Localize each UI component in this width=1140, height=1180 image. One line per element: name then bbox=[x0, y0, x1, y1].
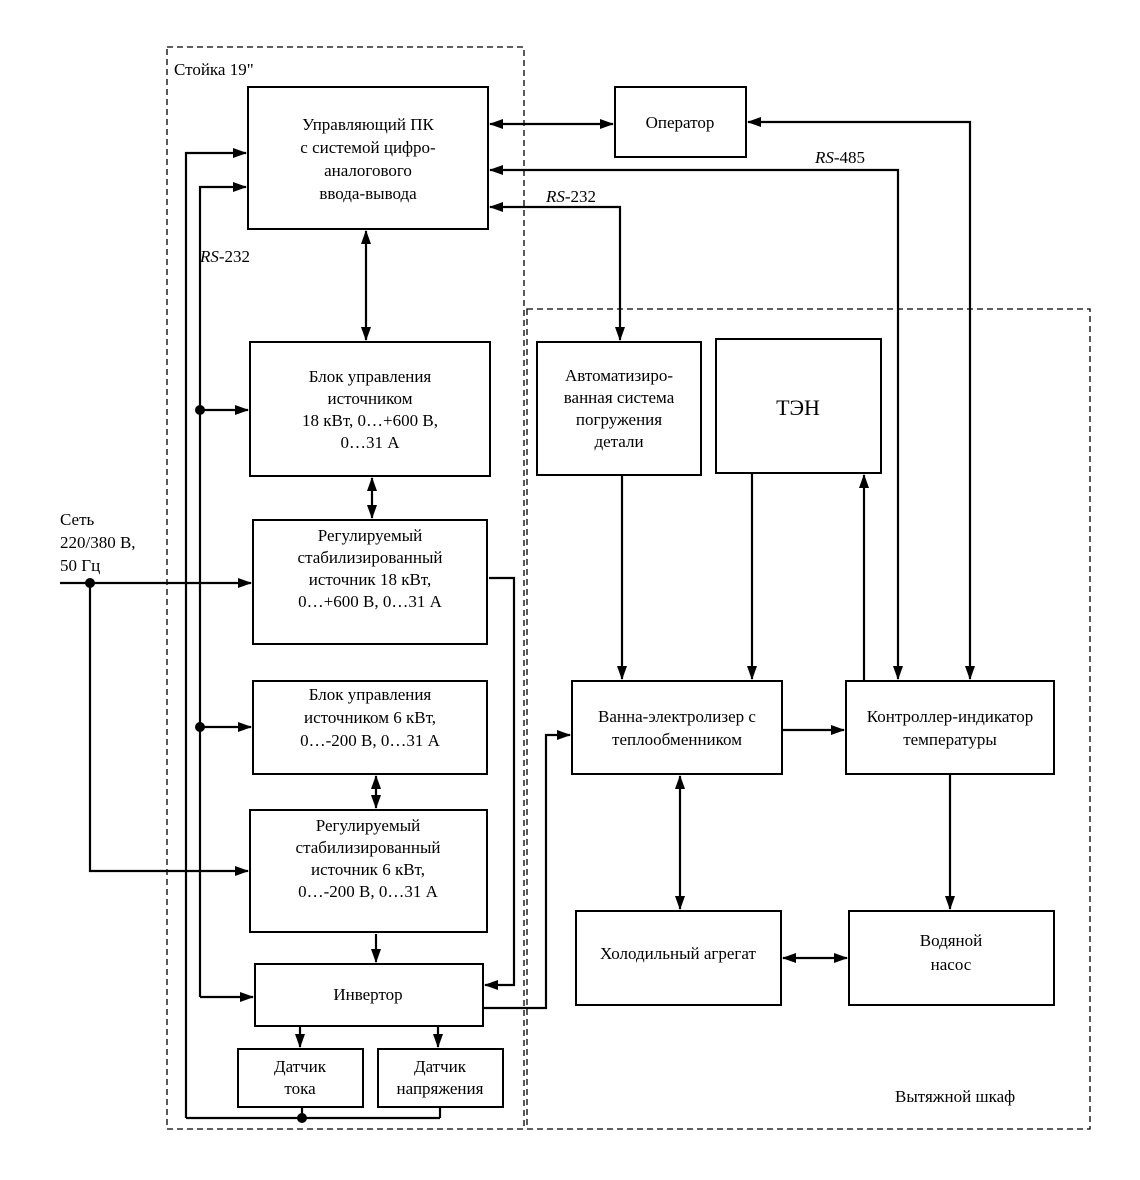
svg-text:Инвертор: Инвертор bbox=[333, 985, 402, 1004]
svg-text:источник 18 кВт,: источник 18 кВт, bbox=[309, 570, 431, 589]
water-pump-block: Водяной насос bbox=[848, 910, 1055, 1006]
rs232-top-label: RS-232 bbox=[545, 187, 596, 206]
svg-text:температуры: температуры bbox=[903, 730, 997, 749]
source-18kw-block: Регулируемый стабилизированный источник … bbox=[252, 519, 488, 645]
svg-text:0…-200 В, 0…31 А: 0…-200 В, 0…31 А bbox=[298, 882, 439, 901]
svg-text:Регулируемый: Регулируемый bbox=[316, 816, 420, 835]
svg-text:220/380 В,: 220/380 В, bbox=[60, 533, 136, 552]
rs485-label: RS-485 bbox=[814, 148, 865, 167]
connection-lines bbox=[60, 117, 975, 1123]
current-sensor-block: Датчик тока bbox=[237, 1048, 364, 1108]
svg-text:источником 6 кВт,: источником 6 кВт, bbox=[304, 708, 436, 727]
svg-text:0…31 А: 0…31 А bbox=[340, 433, 400, 452]
chiller-block: Холодильный агрегат bbox=[575, 910, 782, 1006]
svg-text:насос: насос bbox=[931, 955, 972, 974]
svg-text:0…-200 В, 0…31 А: 0…-200 В, 0…31 А bbox=[300, 731, 441, 750]
svg-text:Датчик: Датчик bbox=[414, 1057, 467, 1076]
temperature-controller-block: Контроллер-индикатор температуры bbox=[845, 680, 1055, 775]
svg-text:с системой цифро-: с системой цифро- bbox=[300, 138, 436, 157]
svg-text:0…+600 В, 0…31 А: 0…+600 В, 0…31 А bbox=[298, 592, 442, 611]
svg-text:Водяной: Водяной bbox=[920, 931, 983, 950]
svg-text:детали: детали bbox=[594, 432, 643, 451]
source-6kw-block: Регулируемый стабилизированный источник … bbox=[249, 809, 488, 933]
svg-text:Блок управления: Блок управления bbox=[309, 685, 432, 704]
voltage-sensor-block: Датчик напряжения bbox=[377, 1048, 504, 1108]
svg-text:Датчик: Датчик bbox=[274, 1057, 327, 1076]
rack-label: Стойка 19" bbox=[174, 60, 254, 79]
svg-text:источником: источником bbox=[328, 389, 413, 408]
svg-text:Управляющий ПК: Управляющий ПК bbox=[302, 115, 434, 134]
svg-text:Ванна-электролизер с: Ванна-электролизер с bbox=[598, 707, 756, 726]
svg-text:напряжения: напряжения bbox=[397, 1079, 484, 1098]
electrolysis-bath-block: Ванна-электролизер с теплообменником bbox=[571, 680, 783, 775]
svg-text:Холодильный агрегат: Холодильный агрегат bbox=[600, 944, 756, 963]
svg-text:теплообменником: теплообменником bbox=[612, 730, 742, 749]
svg-text:18 кВт, 0…+600 В,: 18 кВт, 0…+600 В, bbox=[302, 411, 438, 430]
svg-text:ванная система: ванная система bbox=[564, 388, 675, 407]
svg-text:Оператор: Оператор bbox=[646, 113, 715, 132]
svg-text:стабилизированный: стабилизированный bbox=[296, 838, 441, 857]
heater-block: ТЭН bbox=[715, 338, 882, 474]
immersion-system-block: Автоматизиро- ванная система погружения … bbox=[536, 341, 702, 476]
svg-text:Регулируемый: Регулируемый bbox=[318, 526, 422, 545]
mains-label: Сеть 220/380 В, 50 Гц bbox=[60, 510, 136, 575]
svg-text:погружения: погружения bbox=[576, 410, 662, 429]
fume-hood-label: Вытяжной шкаф bbox=[895, 1087, 1015, 1106]
svg-text:Блок управления: Блок управления bbox=[309, 367, 432, 386]
svg-text:ТЭН: ТЭН bbox=[776, 395, 820, 420]
svg-text:тока: тока bbox=[284, 1079, 316, 1098]
inverter-block: Инвертор bbox=[254, 963, 484, 1027]
svg-text:стабилизированный: стабилизированный bbox=[298, 548, 443, 567]
svg-text:Автоматизиро-: Автоматизиро- bbox=[565, 366, 673, 385]
source-6kw-control-block: Блок управления источником 6 кВт, 0…-200… bbox=[252, 680, 488, 775]
control-pc-block: Управляющий ПК с системой цифро- аналого… bbox=[247, 86, 489, 230]
svg-text:аналогового: аналогового bbox=[324, 161, 412, 180]
operator-block: Оператор bbox=[614, 86, 747, 158]
svg-text:Сеть: Сеть bbox=[60, 510, 95, 529]
rs232-left-label: RS-232 bbox=[199, 247, 250, 266]
svg-text:ввода-вывода: ввода-вывода bbox=[319, 184, 417, 203]
svg-text:Контроллер-индикатор: Контроллер-индикатор bbox=[867, 707, 1033, 726]
source-18kw-control-block: Блок управления источником 18 кВт, 0…+60… bbox=[249, 341, 491, 477]
svg-text:50 Гц: 50 Гц bbox=[60, 556, 100, 575]
svg-text:источник 6 кВт,: источник 6 кВт, bbox=[311, 860, 425, 879]
